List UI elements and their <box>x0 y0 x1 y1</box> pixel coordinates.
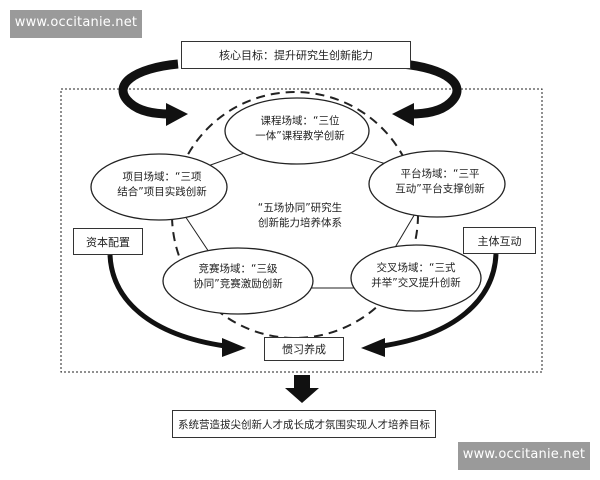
outer-dotted-frame <box>60 88 543 373</box>
right-bottom-arrowhead <box>361 338 385 357</box>
result-goal-box: 系统营造拔尖创新人才成长成才氛围实现人才培养目标 <box>172 410 436 438</box>
course-ellipse <box>224 97 370 165</box>
watermark-top: www.occitanie.net <box>10 10 142 38</box>
course-field-label: 课程场域：“三位 一体”课程教学创新 <box>255 115 345 142</box>
capital-allocation-box: 资本配置 <box>73 228 143 255</box>
core-goal-box: 核心目标：提升研究生创新能力 <box>181 41 411 69</box>
left-top-arrowhead <box>166 103 188 126</box>
right-top-arrowhead <box>392 103 414 126</box>
left-top-curved-arrow <box>118 59 179 119</box>
subject-interaction-box: 主体互动 <box>463 227 536 254</box>
watermark-bottom: www.occitanie.net <box>458 442 590 470</box>
habit-formation-box: 惯习养成 <box>264 337 344 361</box>
left-bottom-curved-arrow <box>107 254 226 349</box>
platform-field-label: 平台场域：“三平 互动”平台支撑创新 <box>395 168 485 195</box>
cross-ellipse <box>350 244 482 312</box>
compete-ellipse <box>162 247 314 315</box>
project-ellipse <box>90 153 228 221</box>
competition-field-label: 竞赛场域：“三级 协同”竞赛激励创新 <box>193 263 283 290</box>
right-top-curved-arrow <box>401 59 462 119</box>
platform-ellipse <box>368 150 506 218</box>
down-arrow-shaft <box>294 375 310 389</box>
center-system-label: “五场协同”研究生 创新能力培养体系 <box>257 202 343 229</box>
cross-field-label: 交叉场域：“三式 并举”交叉提升创新 <box>371 262 461 289</box>
left-bottom-arrowhead <box>222 338 246 357</box>
down-arrow-head <box>285 388 319 403</box>
right-bottom-curved-arrow <box>381 253 499 349</box>
project-field-label: 项目场域：“三项 结合”项目实践创新 <box>117 171 207 198</box>
